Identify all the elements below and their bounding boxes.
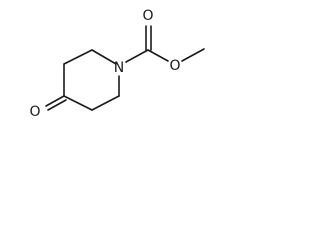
piperidine-ring xyxy=(63,49,120,111)
bond-n-carbonyl-carbon xyxy=(125,49,149,63)
atom-label-ring-nitrogen: N xyxy=(114,60,124,76)
chemical-structure: N O O O xyxy=(29,8,205,120)
carbamate-double-bond xyxy=(145,25,152,51)
bond-c4-c5 xyxy=(63,95,93,111)
atom-label-carbonyl-oxygen: O xyxy=(142,8,153,24)
bond-c5-c6 xyxy=(91,95,120,111)
bond-carbonyl-carbon-ester-oxygen xyxy=(147,49,169,62)
atom-label-ketone-oxygen: O xyxy=(29,104,40,120)
bond-c2-c3 xyxy=(63,49,93,65)
bond-n-c2 xyxy=(91,49,117,65)
atom-label-ester-oxygen: O xyxy=(169,58,180,74)
bond-ester-oxygen-methyl xyxy=(181,48,205,62)
ketone-double-bond xyxy=(45,95,67,111)
